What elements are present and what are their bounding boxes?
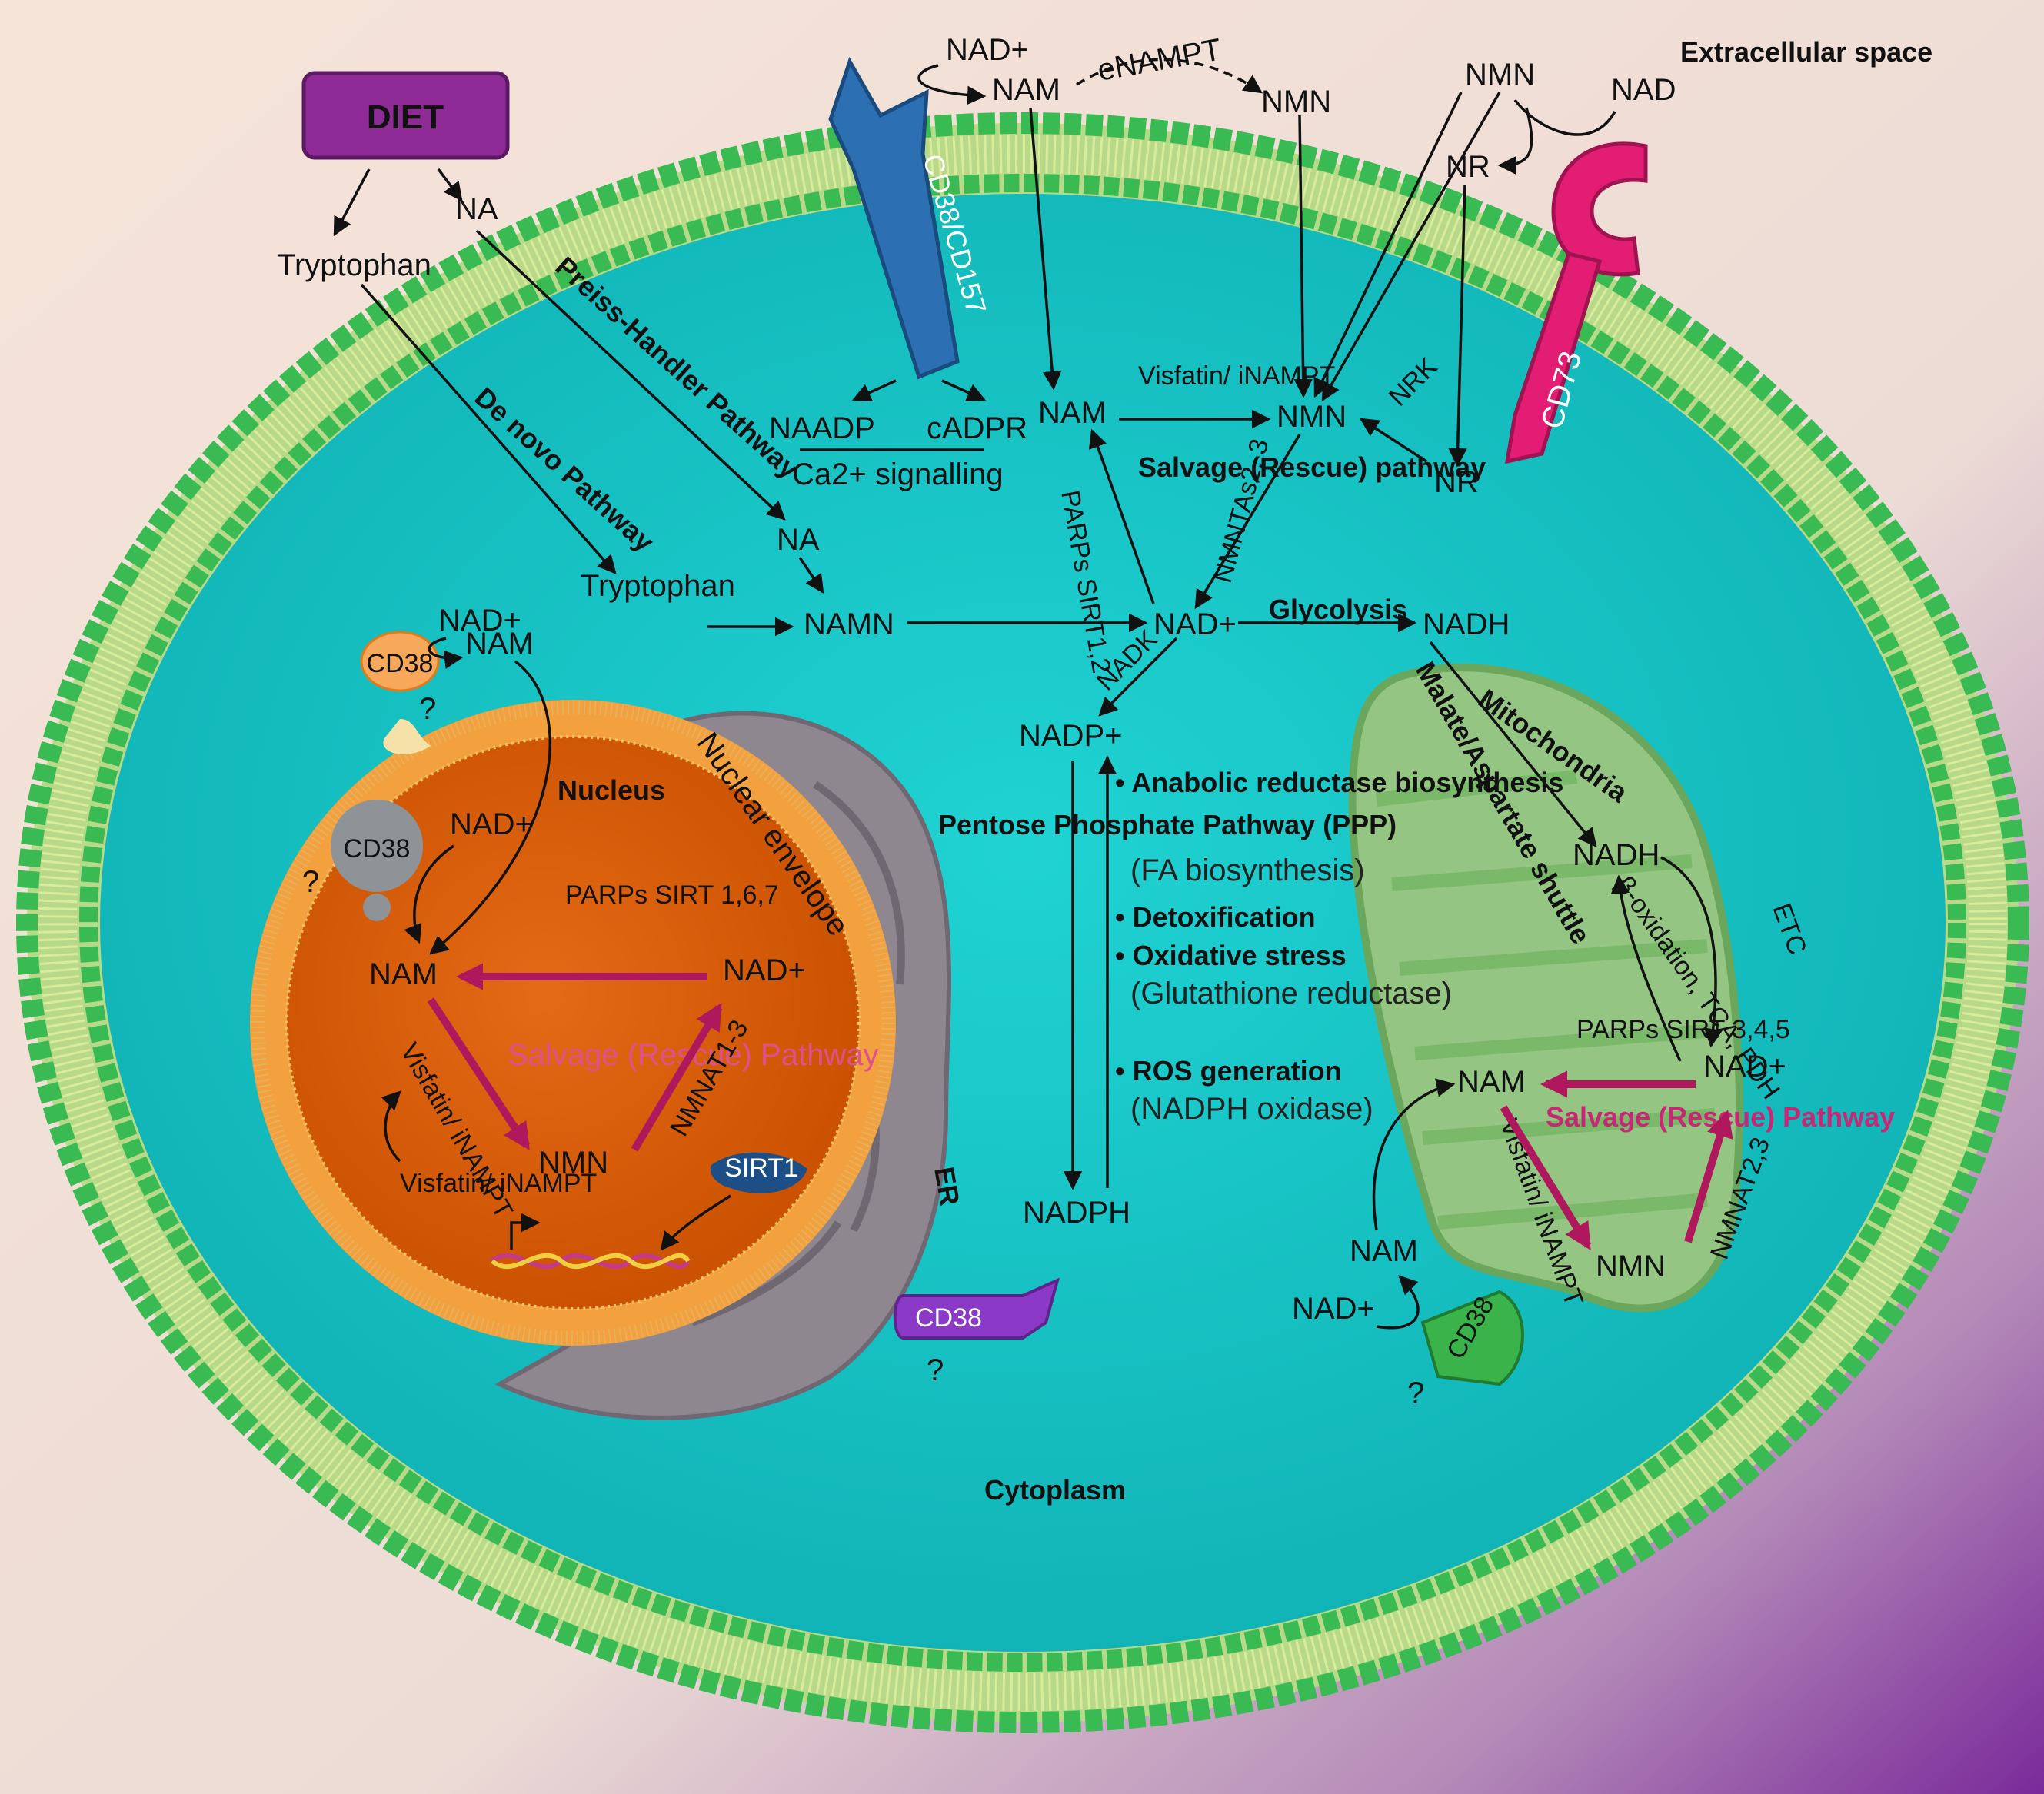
nadph-uses-list: • Anabolic reductase biosynthesis (FA bi…	[1115, 767, 1563, 1126]
nuc-nmn: NMN	[538, 1146, 608, 1180]
nuc-q-2: ?	[302, 865, 319, 899]
nuc-nad-plus-mid: NAD+	[450, 807, 533, 841]
cytoplasm-label: Cytoplasm	[984, 1474, 1126, 1506]
nadph-use-2: • Detoxification	[1115, 901, 1316, 933]
nuc-sirt1: SIRT1	[724, 1153, 798, 1183]
ext-nmn-2: NMN	[1465, 58, 1535, 92]
mitochondrion	[1348, 664, 1743, 1313]
nuc-nad-plus-top: NAD+	[438, 604, 521, 637]
cytoplasm-cd38: CD38 ?	[893, 1277, 1060, 1387]
extracellular-label: Extracellular space	[1680, 36, 1932, 68]
ppp-label: Pentose Phosphate Pathway (PPP)	[938, 809, 1397, 840]
ext-nam: NAM	[992, 73, 1060, 107]
salvage-cyto-label: Salvage (Rescue) pathway	[1138, 451, 1486, 483]
ext-nmn-1: NMN	[1261, 85, 1331, 118]
mito-nam: NAM	[1457, 1065, 1526, 1099]
nuc-parps-sirt: PARPs SIRT 1,6,7	[565, 880, 779, 910]
mito-nmn: NMN	[1596, 1250, 1666, 1283]
mito-nad-plus: NAD+	[1703, 1050, 1786, 1083]
nadph-use-3-sub: (Glutathione reductase)	[1130, 977, 1452, 1010]
cyto-nmn: NMN	[1277, 400, 1347, 434]
cyto-visfatin: Visfatin/ iNAMPT	[1138, 361, 1335, 391]
cyto-na: NA	[777, 523, 820, 557]
cyto-cd38-label: CD38	[915, 1303, 982, 1333]
cyto-cadpr: cADPR	[927, 411, 1027, 445]
diet-label: DIET	[367, 98, 444, 136]
glycolysis-label: Glycolysis	[1269, 594, 1407, 625]
mito-nam-out: NAM	[1350, 1234, 1418, 1268]
dna-helix	[491, 1253, 691, 1270]
cyto-naadp: NAADP	[769, 411, 875, 445]
cyto-ca-signalling: Ca2+ signalling	[792, 458, 1004, 491]
mito-nad-out: NAD+	[1292, 1292, 1375, 1326]
nuc-nam-top: NAM	[465, 627, 534, 661]
cyto-nadp-plus: NADP+	[1019, 719, 1123, 753]
nuc-cd38-top: CD38	[367, 649, 434, 678]
ext-nad-plus: NAD+	[946, 33, 1029, 67]
nuc-nad-plus-right: NAD+	[723, 954, 806, 987]
ext-nr: NR	[1446, 150, 1490, 184]
nadph-use-4-sub: (NADPH oxidase)	[1130, 1092, 1373, 1126]
mito-q: ?	[1407, 1376, 1424, 1410]
cyto-nam: NAM	[1038, 396, 1107, 430]
nadph-use-1-sub: (FA biosynthesis)	[1130, 854, 1365, 887]
nuc-cd38-mid: CD38	[344, 834, 411, 864]
diet-box: DIET	[301, 71, 510, 160]
cyto-tryptophan: Tryptophan	[581, 569, 735, 603]
cyto-nadh: NADH	[1423, 607, 1510, 641]
cyto-nadph: NADPH	[1023, 1196, 1130, 1230]
nucleus-label: Nucleus	[558, 774, 665, 806]
cyto-cd38-q: ?	[927, 1353, 944, 1387]
ext-tryptophan: Tryptophan	[277, 248, 431, 282]
cytoplasm-arrows	[333, 58, 1616, 1190]
nuc-visfatin-gene: Visfatin/ iNAMPT	[400, 1169, 597, 1198]
nuc-nam: NAM	[369, 957, 438, 991]
cyto-nr: NR	[1434, 465, 1479, 499]
ext-na: NA	[455, 192, 498, 226]
er-label: ER	[928, 1164, 966, 1207]
ext-nad: NAD	[1611, 73, 1676, 107]
cyto-nad-plus: NAD+	[1153, 607, 1237, 641]
mito-parps-sirt: PARPs SIRT 3,4,5	[1576, 1015, 1790, 1044]
nadph-use-3: • Oxidative stress	[1115, 940, 1347, 971]
cyto-namn: NAMN	[804, 607, 894, 641]
nadph-use-1: • Anabolic reductase biosynthesis	[1115, 767, 1563, 798]
mito-nadh: NADH	[1573, 838, 1660, 872]
nuc-q-1: ?	[419, 692, 436, 726]
nadph-use-4: • ROS generation	[1115, 1055, 1342, 1087]
